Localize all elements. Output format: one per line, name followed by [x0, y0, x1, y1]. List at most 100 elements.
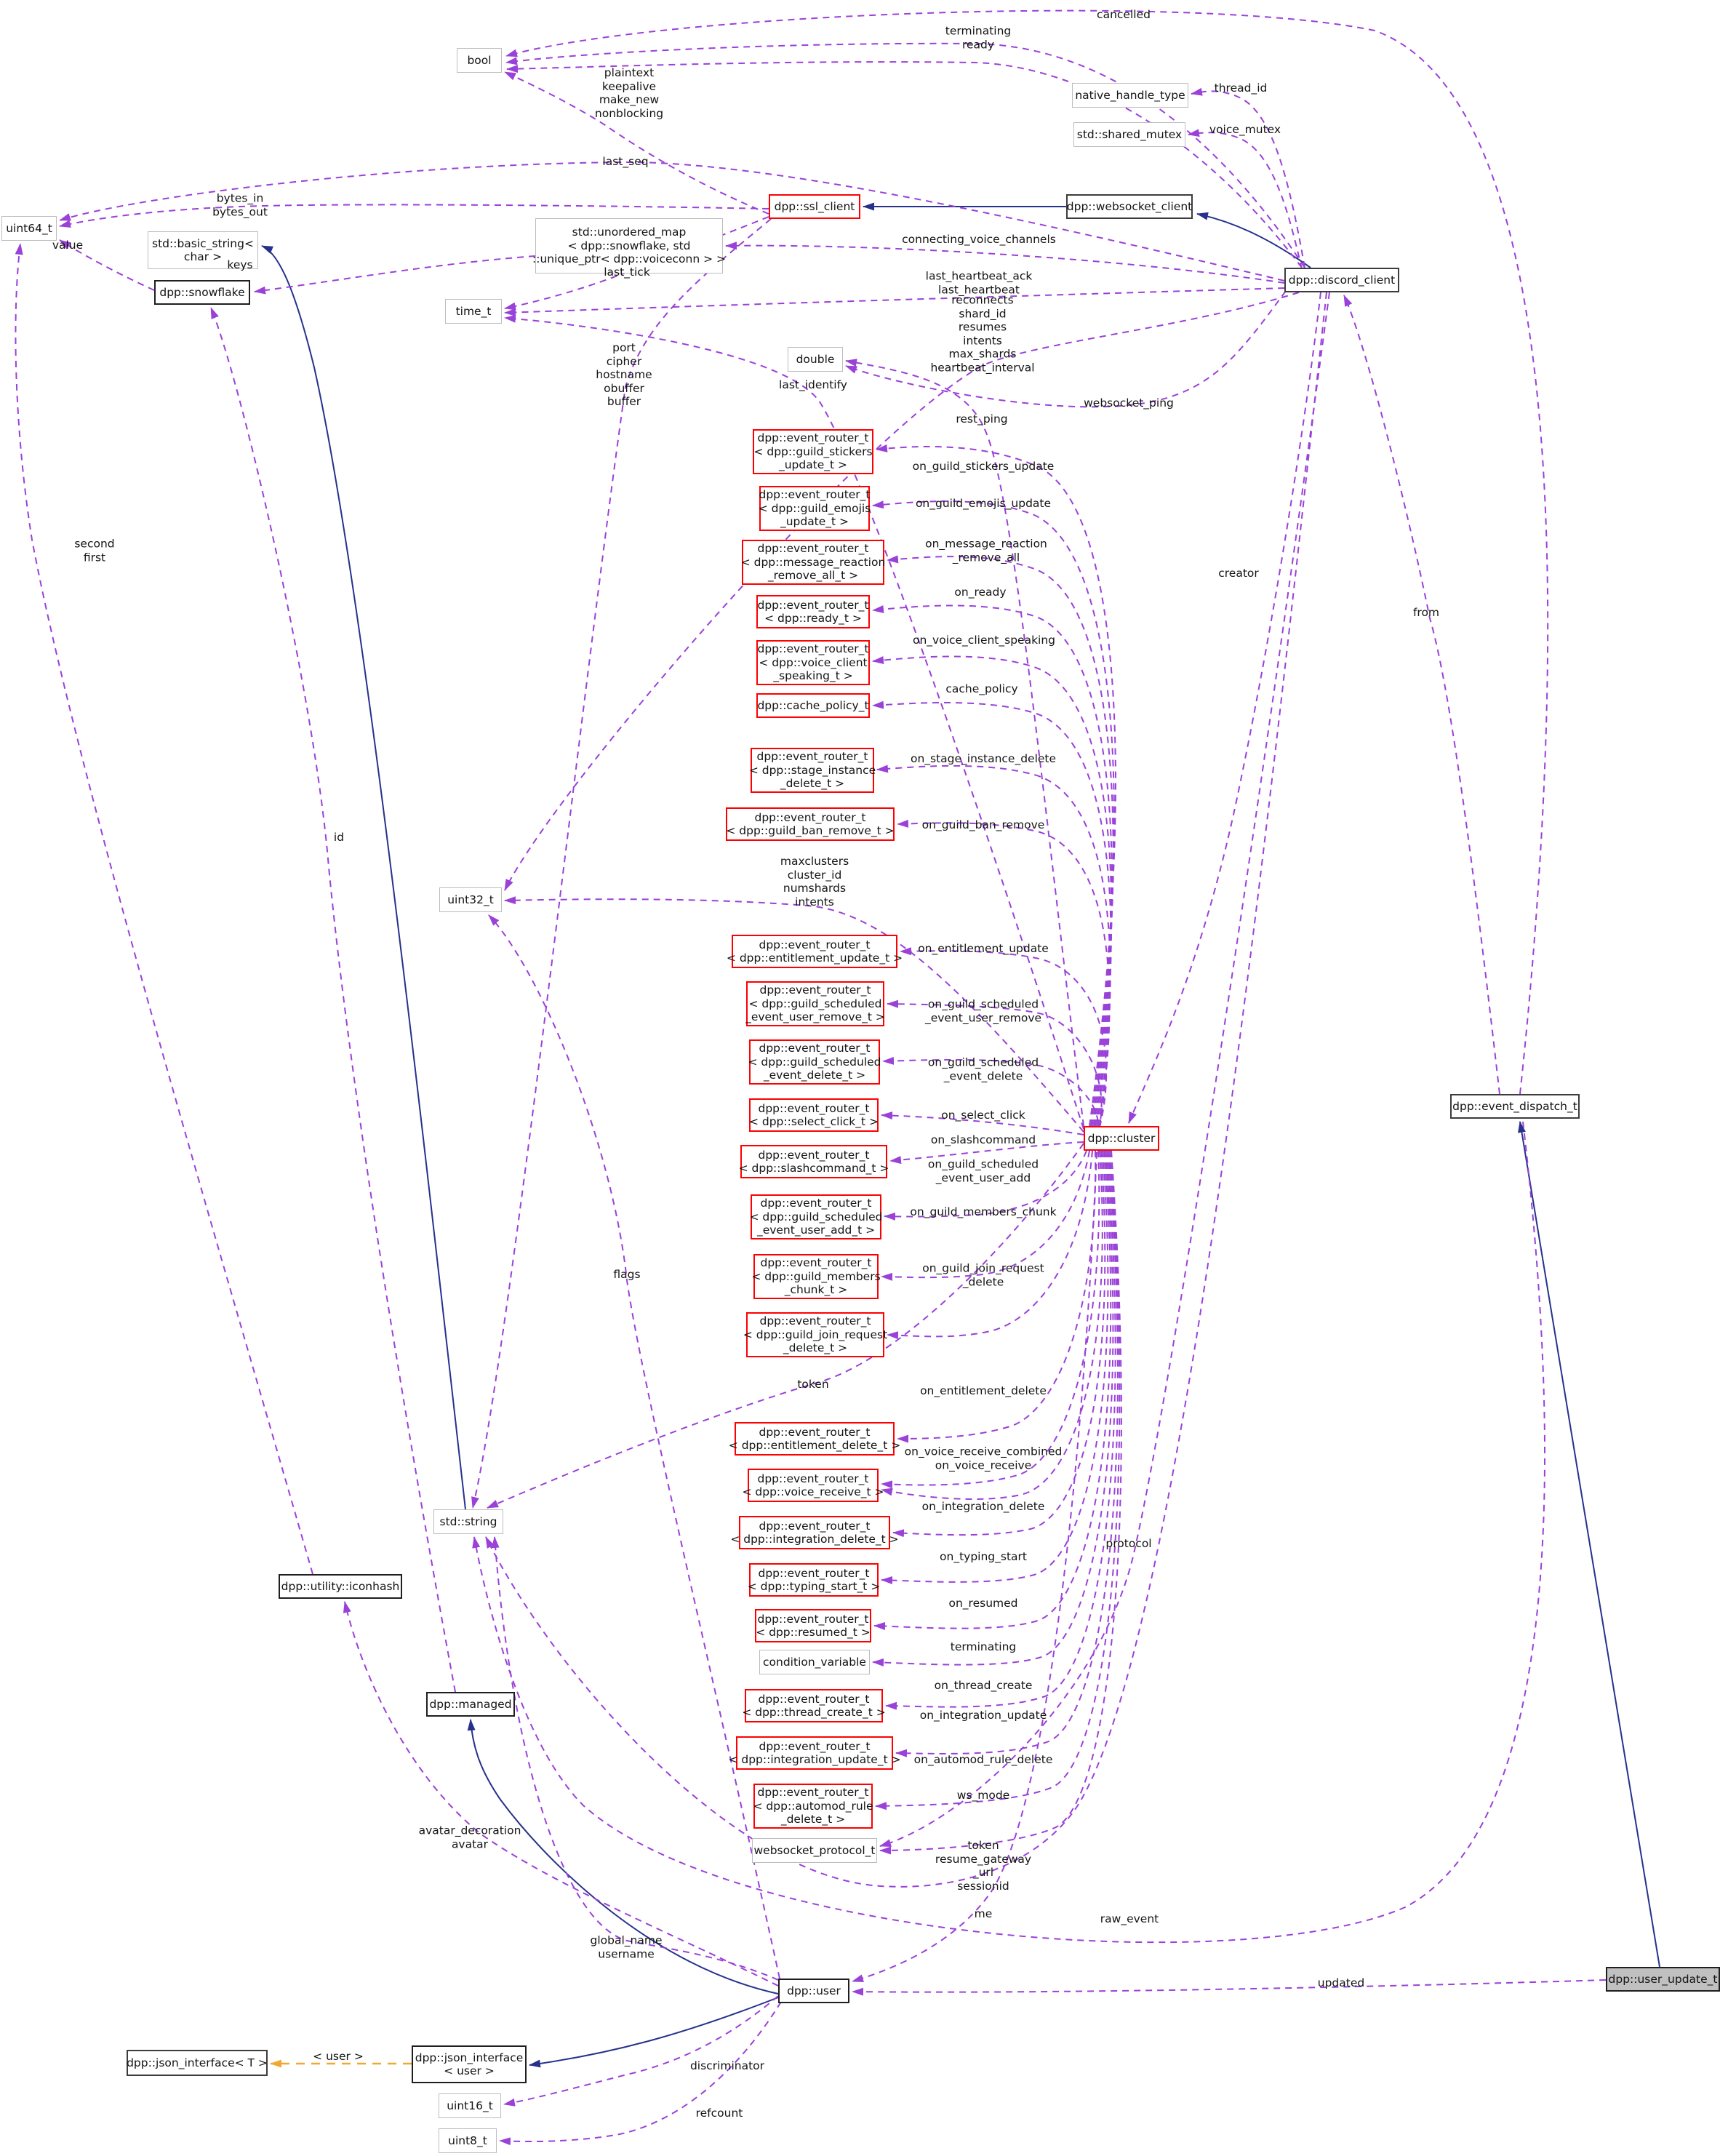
node-router-select-click[interactable]: dpp::event_router_t< dpp::select_click_t…: [749, 1098, 879, 1132]
node-dpp-user[interactable]: dpp::user: [778, 1979, 849, 2003]
node-dpp-user-update-t[interactable]: dpp::user_update_t: [1606, 1967, 1720, 1992]
node-dpp-ssl-client[interactable]: dpp::ssl_client: [769, 194, 860, 219]
node-dpp-discord-client[interactable]: dpp::discord_client: [1284, 268, 1399, 292]
node-router-resumed[interactable]: dpp::event_router_t< dpp::resumed_t >: [755, 1609, 871, 1642]
node-router-message-reaction-remove-all[interactable]: dpp::event_router_t< dpp::message_reacti…: [741, 540, 885, 585]
node-time-t[interactable]: time_t: [445, 299, 502, 324]
edge-user-update-to-event-dispatch: [1518, 1121, 1660, 1968]
edge-label-line: on_guild_stickers_update: [912, 459, 1055, 473]
node-router-guild-scheduled-event-user-add[interactable]: dpp::event_router_t< dpp::guild_schedule…: [749, 1194, 883, 1239]
edge-on-guild-members-chunk: [881, 1150, 1090, 1281]
node-uint16-t[interactable]: uint16_t: [439, 2093, 501, 2118]
node-dpp-event-dispatch-t[interactable]: dpp::event_dispatch_t: [1450, 1094, 1580, 1119]
node-router-entitlement-delete[interactable]: dpp::event_router_t< dpp::entitlement_de…: [729, 1422, 900, 1456]
edge-label-line: intents: [963, 334, 1002, 347]
node-router-guild-emojis-update[interactable]: dpp::event_router_t< dpp::guild_emojis_u…: [759, 486, 871, 531]
node-dpp-websocket-client[interactable]: dpp::websocket_client: [1066, 194, 1193, 219]
edge-label-protocol: protocol: [1105, 1537, 1151, 1551]
edge-label-line: on_guild_members_chunk: [910, 1205, 1057, 1218]
edge-label-line: last_tick: [604, 265, 650, 279]
edge-label-line: make_new: [599, 93, 660, 106]
node-dpp-cache-policy-t[interactable]: dpp::cache_policy_t: [756, 693, 870, 718]
node-label: dpp::discord_client: [1288, 273, 1396, 287]
edge-label-websocket-ping: websocket_ping: [1084, 396, 1174, 410]
node-router-guild-members-chunk[interactable]: dpp::event_router_t< dpp::guild_members_…: [751, 1254, 881, 1299]
node-label: double: [796, 352, 835, 366]
node-label: dpp::event_router_t: [759, 1425, 871, 1439]
edge-creator: [1128, 292, 1321, 1124]
edge-label-line: on_guild_scheduled: [927, 1157, 1039, 1171]
node-router-ready[interactable]: dpp::event_router_t< dpp::ready_t >: [756, 595, 870, 628]
node-label: dpp::event_router_t: [759, 983, 871, 997]
node-label: < dpp::resumed_t >: [756, 1626, 871, 1639]
edge-label-line: cache_policy: [945, 682, 1018, 695]
node-native-handle-type[interactable]: native_handle_type: [1072, 83, 1188, 108]
node-router-slashcommand[interactable]: dpp::event_router_t< dpp::slashcommand_t…: [739, 1145, 889, 1178]
edge-label-line: on_voice_receive_combined: [904, 1445, 1063, 1458]
edge-label-line: hostname: [596, 367, 652, 381]
node-router-voice-client-speaking[interactable]: dpp::event_router_t< dpp::voice_client_s…: [756, 640, 870, 685]
node-label: dpp::event_router_t: [754, 810, 866, 824]
node-router-entitlement-update[interactable]: dpp::event_router_t< dpp::entitlement_up…: [727, 935, 903, 968]
edge-label-line: _event_delete: [943, 1069, 1023, 1082]
edge-label-line: keys: [227, 257, 253, 271]
node-router-guild-join-request-delete[interactable]: dpp::event_router_t< dpp::guild_join_req…: [743, 1312, 887, 1357]
node-dpp-managed[interactable]: dpp::managed: [426, 1692, 515, 1717]
node-label: < dpp::guild_scheduled: [749, 1210, 883, 1223]
edge-on-guild-scheduled-event-user-remove: [887, 999, 1103, 1131]
node-uint8-t[interactable]: uint8_t: [439, 2128, 497, 2153]
edge-label-line: on_typing_start: [940, 1549, 1027, 1563]
edge-label-line: on_integration_delete: [921, 1499, 1045, 1513]
edge-protocol: [879, 292, 1330, 1848]
node-websocket-protocol-t[interactable]: websocket_protocol_t: [752, 1838, 877, 1863]
edge-label-on-guild-join-request-delete: on_guild_join_request_delete: [922, 1262, 1044, 1289]
edge-label-ws-mode: ws_mode: [957, 1789, 1009, 1802]
node-label: dpp::event_router_t: [759, 1519, 871, 1533]
node-std-shared-mutex[interactable]: std::shared_mutex: [1073, 122, 1185, 147]
edge-label-line: maxclusters: [780, 855, 849, 868]
node-router-thread-create[interactable]: dpp::event_router_t< dpp::thread_create_…: [742, 1689, 886, 1722]
node-condition-variable[interactable]: condition_variable: [759, 1650, 870, 1674]
edge-label-on-guild-scheduled-event-delete: on_guild_scheduled_event_delete: [928, 1056, 1039, 1083]
node-uint64-t[interactable]: uint64_t: [1, 216, 57, 241]
node-dpp-json-interface-t[interactable]: dpp::json_interface< T >: [127, 2050, 268, 2076]
node-router-guild-stickers-update[interactable]: dpp::event_router_t< dpp::guild_stickers…: [753, 429, 873, 474]
node-router-integration-update[interactable]: dpp::event_router_t< dpp::integration_up…: [728, 1736, 901, 1770]
node-bool[interactable]: bool: [457, 48, 502, 73]
node-router-automod-rule-delete[interactable]: dpp::event_router_t< dpp::automod_rule_d…: [753, 1784, 873, 1829]
node-router-typing-start[interactable]: dpp::event_router_t< dpp::typing_start_t…: [748, 1563, 880, 1597]
node-std-basic-string-char[interactable]: std::basic_string<char >: [148, 231, 258, 269]
edge-reconnects-group: [504, 292, 1300, 891]
edge-label-on-voice-client-speaking: on_voice_client_speaking: [913, 634, 1055, 647]
node-dpp-json-interface-user[interactable]: dpp::json_interface< user >: [412, 2045, 527, 2083]
node-router-integration-delete[interactable]: dpp::event_router_t< dpp::integration_de…: [730, 1516, 899, 1549]
node-label: std::basic_string<: [152, 236, 254, 250]
node-dpp-utility-iconhash[interactable]: dpp::utility::iconhash: [279, 1574, 402, 1599]
node-label: < dpp::entitlement_delete_t >: [728, 1439, 901, 1452]
node-label: < dpp::voice_client: [759, 655, 868, 669]
node-label: _remove_all_t >: [767, 569, 859, 583]
edge-label-line: discriminator: [689, 2059, 765, 2072]
edge-label-discriminator: discriminator: [690, 2059, 764, 2073]
node-dpp-snowflake[interactable]: dpp::snowflake: [154, 280, 250, 305]
node-uint32-t[interactable]: uint32_t: [439, 887, 502, 912]
node-router-guild-scheduled-event-delete[interactable]: dpp::event_router_t< dpp::guild_schedule…: [748, 1039, 881, 1085]
node-double[interactable]: double: [788, 347, 843, 372]
node-label: dpp::event_router_t: [758, 1692, 870, 1706]
node-dpp-cluster[interactable]: dpp::cluster: [1084, 1126, 1159, 1151]
edge-label-terminating: terminating: [951, 1640, 1017, 1654]
node-router-voice-receive[interactable]: dpp::event_router_t< dpp::voice_receive_…: [742, 1469, 884, 1502]
node-std-string[interactable]: std::string: [433, 1509, 503, 1534]
node-std-unordered-map-voiceconn[interactable]: std::unordered_map< dpp::snowflake, std:…: [532, 218, 726, 274]
node-router-stage-instance-delete[interactable]: dpp::event_router_t< dpp::stage_instance…: [749, 748, 876, 793]
edge-label-on-ready: on_ready: [954, 586, 1006, 599]
edge-label-line: on_voice_receive: [935, 1458, 1032, 1472]
node-router-guild-ban-remove[interactable]: dpp::event_router_t< dpp::guild_ban_remo…: [726, 807, 895, 841]
edge-on-guild-scheduled-event-user-add: [884, 1150, 1087, 1221]
edge-label-line: creator: [1218, 566, 1259, 580]
edge-label-thread-id: thread_id: [1215, 81, 1268, 95]
node-router-guild-scheduled-event-user-remove[interactable]: dpp::event_router_t< dpp::guild_schedule…: [745, 981, 885, 1026]
edge-label-line: _event_user_remove: [924, 1011, 1042, 1024]
